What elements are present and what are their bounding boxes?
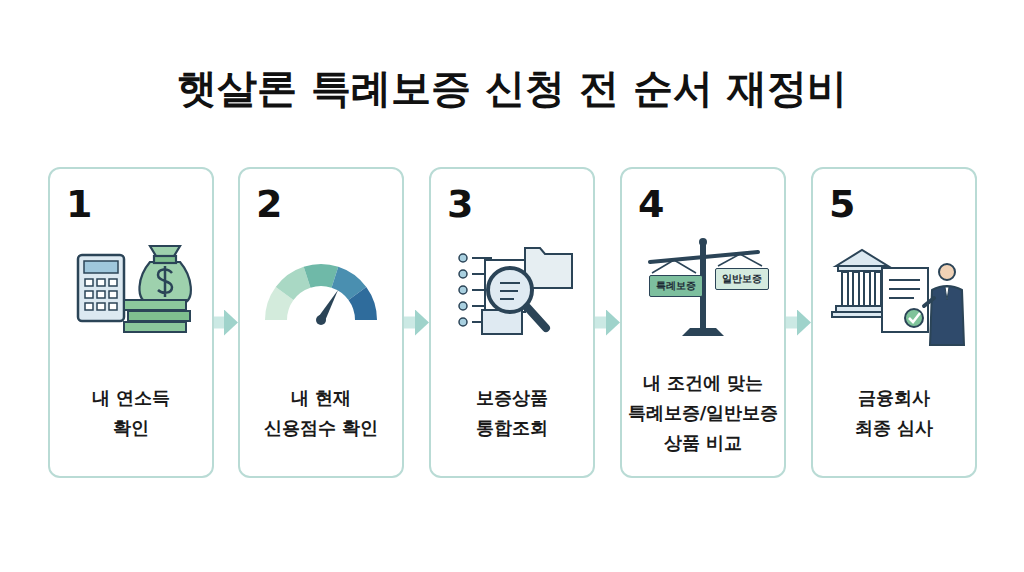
diagram-title: 햇살론 특례보증 신청 전 순서 재정비	[0, 62, 1024, 114]
bank-building-icon	[836, 250, 888, 266]
text-area: 보증상품 통합조회	[431, 363, 593, 463]
calculator-icon	[85, 279, 93, 286]
step-box: 1 내 연소득 확인	[48, 167, 214, 478]
balance-scale	[740, 254, 762, 266]
step-number: 2	[256, 185, 282, 223]
text-area: 내 연소득 확인	[50, 363, 212, 463]
text-area: 금융회사 최종 심사	[813, 363, 975, 463]
search-list-icon	[459, 270, 467, 278]
banker-figure	[924, 298, 934, 306]
search-list-icon	[472, 289, 486, 291]
search-list-icon	[459, 254, 467, 262]
search-list-icon	[459, 248, 572, 334]
calculator-icon	[109, 279, 117, 286]
approval-document	[909, 313, 920, 322]
search-list-icon	[472, 257, 492, 259]
search-list-icon	[459, 286, 467, 294]
bank-building-icon	[842, 272, 848, 306]
balance-scale	[652, 260, 674, 273]
search-list-icon	[500, 290, 518, 292]
text-area: 내 조건에 맞는 특례보증/일반보증 상품 비교	[622, 363, 784, 463]
approval-document	[889, 297, 914, 299]
balance-scale	[682, 328, 724, 336]
step-label: 내 현재 신용점수 확인	[259, 383, 384, 443]
sign-label: 일반보증	[716, 269, 768, 288]
calculator-icon	[85, 303, 93, 310]
balance-scale	[718, 254, 740, 266]
balance-scale	[699, 238, 707, 246]
flow-arrow	[595, 317, 606, 329]
step-label: 내 연소득 확인	[81, 383, 181, 443]
banker-figure	[939, 264, 955, 280]
banknote-stack	[124, 300, 186, 310]
banker-figure	[924, 264, 964, 345]
approval-document	[882, 268, 928, 332]
credit-gauge	[276, 294, 285, 321]
step-box: 2 내 현재 신용점수 확인	[238, 167, 404, 478]
bank-building-icon	[853, 272, 859, 306]
step-box: 3 보증상품 통합조회	[429, 167, 595, 478]
credit-gauge	[285, 277, 308, 293]
step-label: 금융회사 최종 심사	[848, 383, 940, 443]
money-bag-icon	[150, 246, 180, 256]
credit-gauge	[307, 275, 335, 277]
calculator-icon	[78, 255, 124, 321]
bank-building-icon	[838, 266, 886, 271]
step-number: 1	[66, 185, 92, 223]
calculator-icon	[109, 303, 117, 310]
flow-arrow	[786, 317, 797, 329]
search-list-icon	[527, 307, 546, 328]
money-bag-icon	[139, 246, 190, 304]
scale-sign: 특례보증	[649, 275, 703, 297]
credit-gauge	[335, 277, 358, 293]
search-list-icon	[472, 305, 486, 307]
search-list-icon	[459, 302, 467, 310]
gauge-needle	[316, 315, 326, 325]
search-list-icon	[482, 310, 522, 334]
step-number: 3	[447, 185, 473, 223]
approval-document	[889, 279, 920, 281]
banknote-stack	[128, 311, 190, 321]
flow-arrow	[404, 317, 415, 329]
step-box: 5 금융회사 최종 심사	[811, 167, 977, 478]
balance-scale	[674, 260, 696, 273]
calculator-icon	[97, 279, 105, 286]
money-bag-icon	[158, 266, 172, 297]
balance-scale	[650, 252, 758, 262]
step-box: 4 내 조건에 맞는 특례보증/일반보증 상품 비교 특례보증 일반보증	[620, 167, 786, 478]
sign-label: 특례보증	[650, 276, 702, 295]
step-label: 내 조건에 맞는 특례보증/일반보증 상품 비교	[624, 368, 782, 458]
text-area: 내 현재 신용점수 확인	[240, 363, 402, 463]
approval-document	[905, 309, 923, 327]
step-number: 4	[638, 185, 664, 223]
calculator-icon	[97, 303, 105, 310]
gauge-needle	[316, 290, 338, 325]
search-list-icon	[500, 298, 514, 300]
search-list-icon	[500, 282, 520, 284]
calculator-icon	[78, 255, 124, 321]
money-bag-icon	[154, 256, 176, 263]
step-label: 보증상품 통합조회	[462, 383, 562, 443]
calculator-icon	[84, 261, 118, 273]
banker-figure	[945, 287, 949, 300]
calculator-icon	[85, 291, 93, 298]
scale-sign: 일반보증	[715, 268, 769, 290]
calculator-icon	[109, 291, 117, 298]
bank-building-icon	[864, 272, 870, 306]
search-list-icon	[459, 318, 467, 326]
flow-arrow	[214, 317, 224, 329]
approval-document	[882, 268, 928, 332]
step-number: 5	[829, 185, 855, 223]
banker-figure	[930, 286, 964, 345]
approval-document	[889, 288, 920, 290]
bank-building-icon	[875, 272, 881, 306]
banknote-stack	[124, 322, 186, 332]
calculator-icon	[97, 291, 105, 298]
credit-gauge	[357, 294, 366, 321]
money-bag-icon	[139, 262, 190, 304]
banknote-stack	[124, 300, 190, 332]
